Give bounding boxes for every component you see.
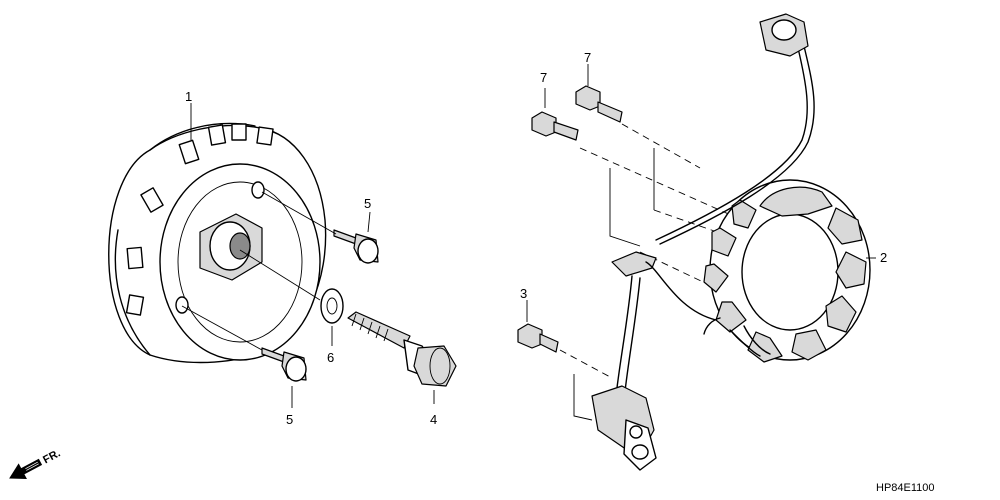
callout-5-lower: 5 bbox=[286, 412, 293, 427]
callout-3: 3 bbox=[520, 286, 527, 301]
callout-6: 6 bbox=[327, 350, 334, 365]
pulser-bolt bbox=[517, 323, 559, 353]
wire-harness bbox=[611, 13, 815, 401]
flywheel-bolt-lower bbox=[261, 347, 307, 382]
washer bbox=[320, 288, 344, 324]
callout-1: 1 bbox=[185, 89, 192, 104]
flywheel bbox=[108, 122, 327, 364]
flywheel-center-bolt bbox=[347, 311, 457, 387]
callout-5-upper: 5 bbox=[364, 196, 371, 211]
stator-bolt-b bbox=[575, 85, 623, 123]
stator-bolt-a bbox=[531, 111, 579, 141]
callout-7-right: 7 bbox=[584, 50, 591, 65]
callout-7-left: 7 bbox=[540, 70, 547, 85]
stator-leader-lines bbox=[526, 64, 876, 322]
pulser-generator bbox=[591, 385, 657, 471]
callout-4: 4 bbox=[430, 412, 437, 427]
stator bbox=[703, 179, 871, 363]
front-label: FR. bbox=[41, 447, 62, 466]
diagram-code: HP84E1100 bbox=[876, 482, 935, 494]
flywheel-leader-lines bbox=[181, 103, 435, 408]
front-direction-indicator: FR. bbox=[9, 447, 62, 480]
front-arrow-icon bbox=[9, 458, 43, 480]
flywheel-bolt-upper bbox=[333, 229, 379, 264]
callout-2: 2 bbox=[880, 250, 887, 265]
